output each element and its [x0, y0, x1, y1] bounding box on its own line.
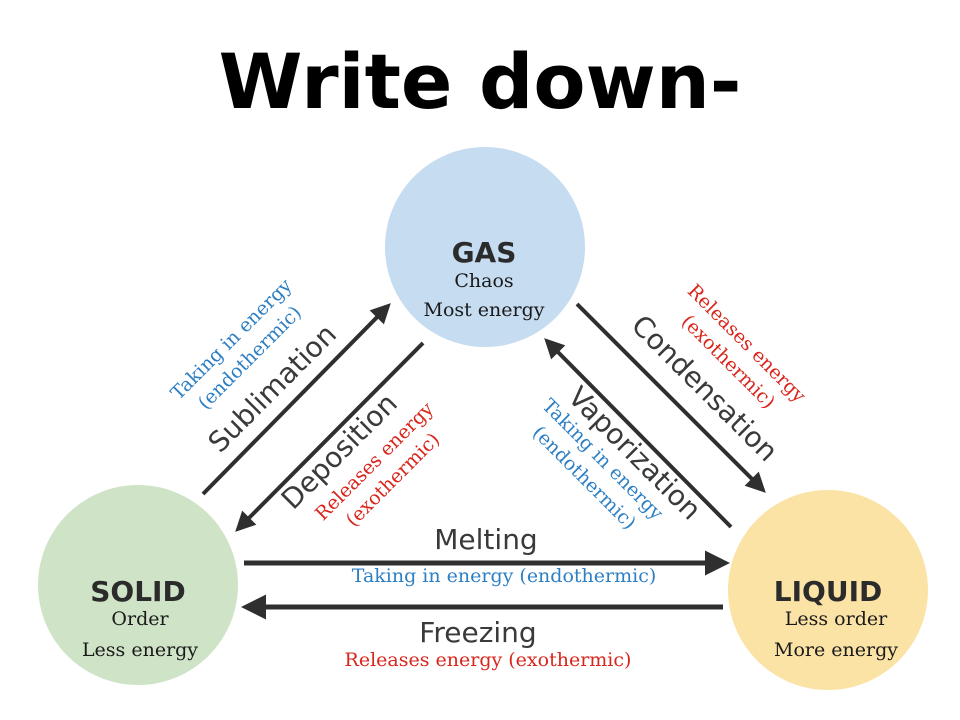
- freezing-label: Freezing: [419, 616, 536, 649]
- freezing-note: Releases energy (exothermic): [345, 649, 632, 671]
- solid-desc-2: Less energy: [82, 639, 198, 661]
- solid-circle: [38, 485, 238, 685]
- solid-label: SOLID: [90, 575, 185, 608]
- melting-note: Taking in energy (endothermic): [352, 565, 657, 587]
- liquid-desc-1: Less order: [785, 608, 888, 630]
- page-title: Write down-: [219, 37, 742, 126]
- gas-circle: [385, 147, 585, 347]
- liquid-circle: [728, 490, 928, 690]
- liquid-desc-2: More energy: [774, 639, 898, 661]
- deposition-arrow: [235, 341, 425, 532]
- gas-desc-1: Chaos: [454, 270, 513, 292]
- solid-desc-1: Order: [111, 608, 169, 630]
- gas-desc-2: Most energy: [423, 299, 544, 321]
- condensation-arrow: [575, 302, 766, 493]
- vaporization-arrow: [544, 338, 733, 529]
- gas-label: GAS: [452, 236, 517, 269]
- liquid-label: LIQUID: [774, 575, 882, 608]
- sublimation-arrow: [201, 303, 391, 496]
- melting-label: Melting: [434, 523, 537, 556]
